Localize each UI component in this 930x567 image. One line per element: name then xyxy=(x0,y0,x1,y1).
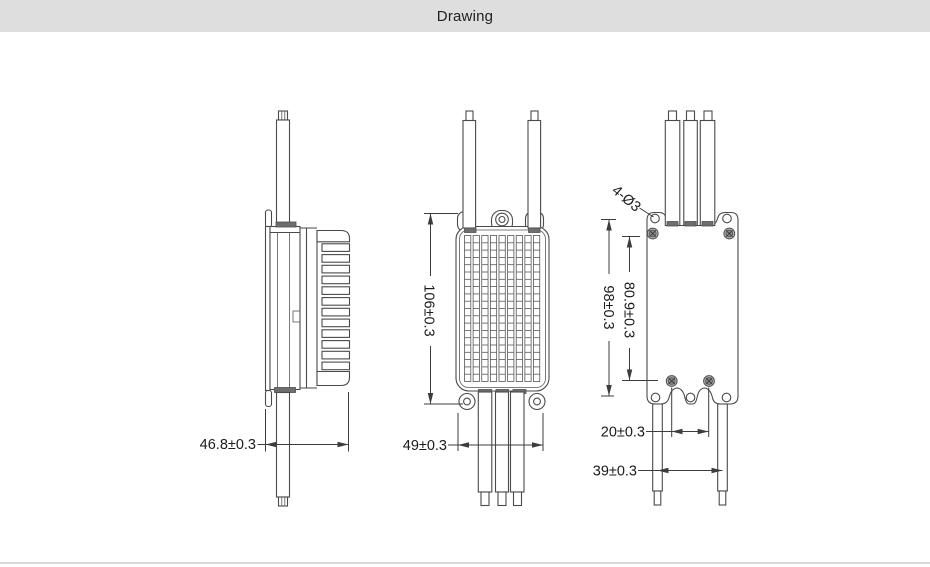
mount-hole xyxy=(463,397,471,406)
mounting-tab xyxy=(264,209,273,228)
wire-clamp xyxy=(464,227,477,233)
dimension-screw-pitch: 20±0.3 xyxy=(601,387,710,441)
mounting-tab xyxy=(264,389,273,408)
mount-hole xyxy=(533,397,541,406)
page-title: Drawing xyxy=(436,7,494,25)
heatsink-top-cap xyxy=(316,229,351,243)
screw-pitch-label: 20±0.3 xyxy=(601,425,645,441)
side-width-label: 46.8±0.3 xyxy=(200,437,256,453)
esc-body-back xyxy=(646,211,739,405)
power-wire xyxy=(462,119,477,229)
wire-connector xyxy=(277,496,289,507)
dimension-hole-span: 98±0.3 xyxy=(600,219,616,397)
wire-clamp xyxy=(666,221,679,227)
heatsink-fin xyxy=(321,361,351,371)
wire-connector xyxy=(277,110,289,121)
dimension-top-width: 49±0.3 xyxy=(403,413,544,454)
wire-connector xyxy=(480,491,490,507)
top-length-label: 106±0.3 xyxy=(421,284,437,336)
wire-connector xyxy=(465,110,474,122)
heatsink-fin xyxy=(321,243,351,252)
hole-callout-label: 4-Ø3 xyxy=(609,183,644,216)
heatsink-fin xyxy=(321,254,351,263)
dimension-side-width: 46.8±0.3 xyxy=(200,392,349,453)
hole-callout: 4-Ø3 xyxy=(609,183,654,218)
phase-wire xyxy=(509,391,525,493)
signal-wire xyxy=(652,403,663,492)
heatsink-fin xyxy=(321,329,351,338)
back-view: 4-Ø3 98±0.3 80.9±0.3 xyxy=(593,110,739,506)
heatsink-fin xyxy=(321,350,351,360)
screw xyxy=(703,375,715,387)
wire-connector xyxy=(718,490,727,506)
phase-wire xyxy=(683,119,698,227)
screw xyxy=(665,375,678,387)
side-view: 46.8±0.3 xyxy=(200,110,351,507)
top-view: 106±0.3 49±0.3 xyxy=(403,110,550,507)
screw-span-label: 80.9±0.3 xyxy=(621,282,637,338)
signal-wire xyxy=(717,403,728,492)
wire-clamp xyxy=(275,221,297,228)
dimension-wire-pitch: 39±0.3 xyxy=(593,464,723,480)
heatsink-fin xyxy=(321,318,351,328)
wire-clamp xyxy=(684,221,697,227)
mount-hole xyxy=(685,392,696,403)
heatsink-fin xyxy=(321,264,351,274)
drawing-tab-header: Drawing xyxy=(0,0,930,32)
dimension-screw-span: 80.9±0.3 xyxy=(621,236,658,381)
mount-hole xyxy=(495,212,509,227)
mount-hole xyxy=(650,213,660,224)
phase-wire xyxy=(494,391,510,493)
esc-body-inner-edge xyxy=(459,229,546,388)
screw xyxy=(723,227,736,240)
mounting-plate xyxy=(264,225,271,392)
heatsink-grille xyxy=(464,235,541,382)
bottom-divider xyxy=(0,562,930,564)
heatsink-bottom-cap xyxy=(316,370,351,387)
mount-ear xyxy=(458,392,476,411)
heatsink-fin xyxy=(321,286,351,295)
hole-span-label: 98±0.3 xyxy=(600,285,616,329)
esc-body-side xyxy=(269,225,301,391)
wire-connector xyxy=(667,110,678,122)
wire-clamp xyxy=(528,227,541,233)
wire-clamp xyxy=(274,387,296,393)
mount-hole xyxy=(722,213,732,224)
power-wire xyxy=(275,119,291,228)
mount-hole xyxy=(721,392,732,403)
screw xyxy=(646,227,659,240)
top-width-label: 49±0.3 xyxy=(403,438,447,454)
wire-pitch-label: 39±0.3 xyxy=(593,464,637,480)
wire-connector xyxy=(685,110,696,122)
mount-ear xyxy=(528,392,546,411)
wire-connector xyxy=(497,491,507,507)
phase-wire xyxy=(699,119,716,227)
heatsink-fin xyxy=(321,340,351,349)
heatsink-fin xyxy=(321,297,351,306)
dimension-top-length: 106±0.3 xyxy=(421,213,463,405)
wire-clamp xyxy=(701,221,714,227)
mount-hole xyxy=(650,392,661,403)
heatsink-fins xyxy=(321,243,351,371)
heatsink-fin xyxy=(321,307,351,317)
phase-wire xyxy=(664,119,681,227)
wire-connector xyxy=(512,491,523,507)
phase-wire xyxy=(477,391,493,493)
heatsink-fin xyxy=(321,275,351,285)
power-wire xyxy=(527,119,542,229)
wire-connector xyxy=(653,490,662,506)
side-slot xyxy=(292,310,301,323)
wire-connector xyxy=(530,110,539,122)
wire-connector xyxy=(703,110,713,122)
